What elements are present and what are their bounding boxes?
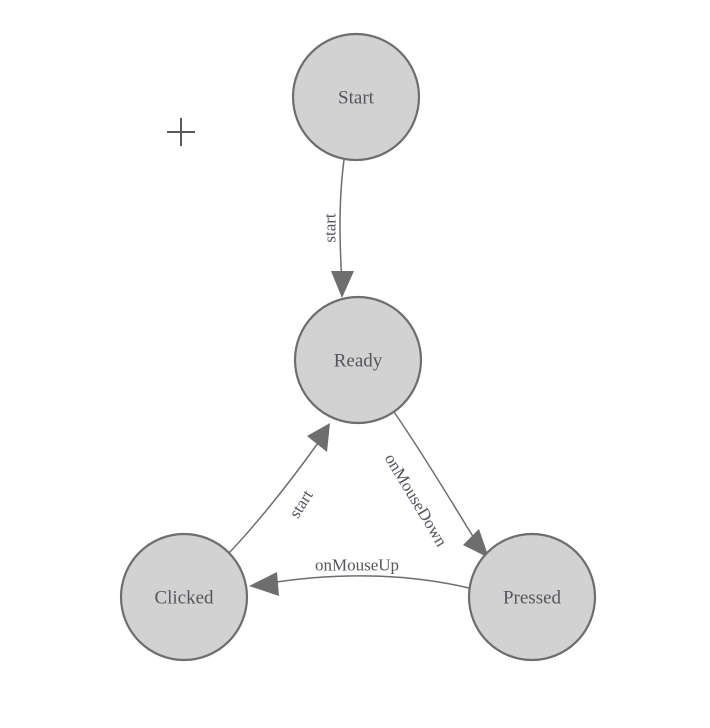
node-circle-pressed (467, 532, 597, 662)
node-circle-ready (293, 295, 423, 425)
crosshair-icon (167, 118, 195, 146)
edge-path-start-to-ready (339, 159, 345, 285)
edge-label-pressed-to-clicked: onMouseUp (315, 556, 399, 575)
edge-pressed-to-clicked[interactable]: onMouseUp (249, 556, 470, 597)
node-label-start: Start (338, 88, 375, 109)
node-circle-start (291, 32, 421, 162)
edge-label-clicked-to-ready: start (285, 486, 317, 521)
node-ready[interactable]: Ready (293, 295, 423, 425)
edge-start-to-ready[interactable]: start (321, 159, 355, 298)
arrow-head-ready-to-pressed (463, 529, 489, 558)
edge-label-ready-to-pressed: onMouseDown (381, 450, 452, 550)
arrow-head-start-to-ready (331, 271, 354, 298)
edge-path-pressed-to-clicked (262, 575, 470, 589)
edge-clicked-to-ready[interactable]: start (228, 423, 330, 554)
edge-label-start-to-ready: start (321, 213, 340, 243)
edge-ready-to-pressed[interactable]: onMouseDown (381, 411, 489, 558)
node-label-ready: Ready (334, 351, 383, 372)
node-pressed[interactable]: Pressed (467, 532, 597, 662)
node-circle-clicked (119, 532, 249, 662)
node-clicked[interactable]: Clicked (119, 532, 249, 662)
node-label-clicked: Clicked (154, 588, 214, 609)
edge-path-clicked-to-ready (228, 442, 319, 554)
node-start[interactable]: Start (291, 32, 421, 162)
arrow-head-clicked-to-ready (307, 423, 330, 452)
node-label-pressed: Pressed (503, 588, 562, 609)
edge-path-ready-to-pressed (393, 411, 480, 547)
arrow-head-pressed-to-clicked (249, 572, 279, 596)
